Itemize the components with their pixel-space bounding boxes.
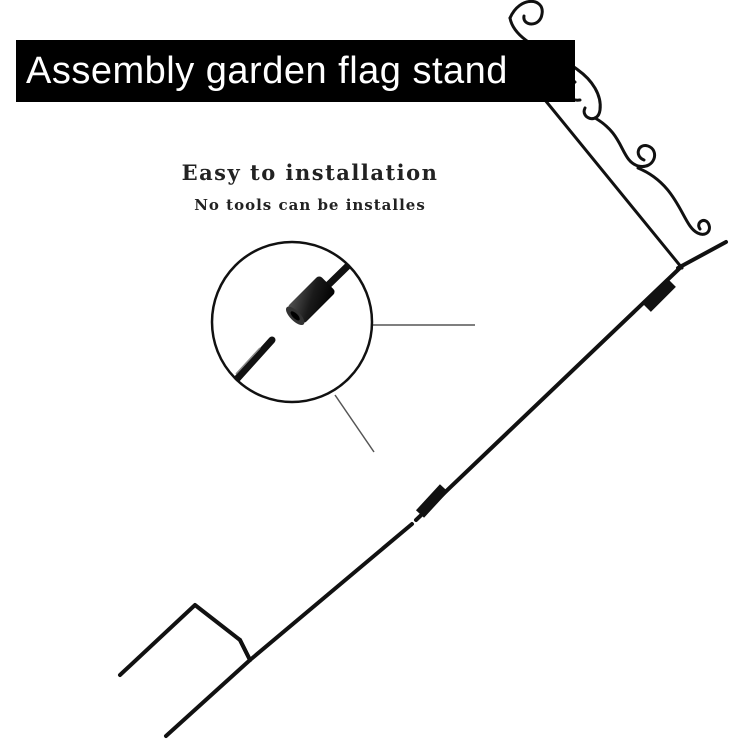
caption-subheading: No tools can be installes bbox=[194, 196, 426, 214]
pole-connector-upper bbox=[643, 279, 676, 312]
top-arm bbox=[676, 240, 728, 270]
title-banner: Assembly garden flag stand bbox=[16, 40, 575, 102]
zoom-callout-lines bbox=[334, 324, 475, 453]
banner-title: Assembly garden flag stand bbox=[26, 49, 508, 92]
pole-lower bbox=[248, 522, 414, 662]
caption-heading: Easy to installation bbox=[181, 160, 439, 185]
ground-stake bbox=[118, 603, 252, 738]
connector-closeup bbox=[210, 240, 374, 404]
pole-upper bbox=[414, 264, 684, 522]
pole-connector-lower bbox=[415, 484, 449, 518]
